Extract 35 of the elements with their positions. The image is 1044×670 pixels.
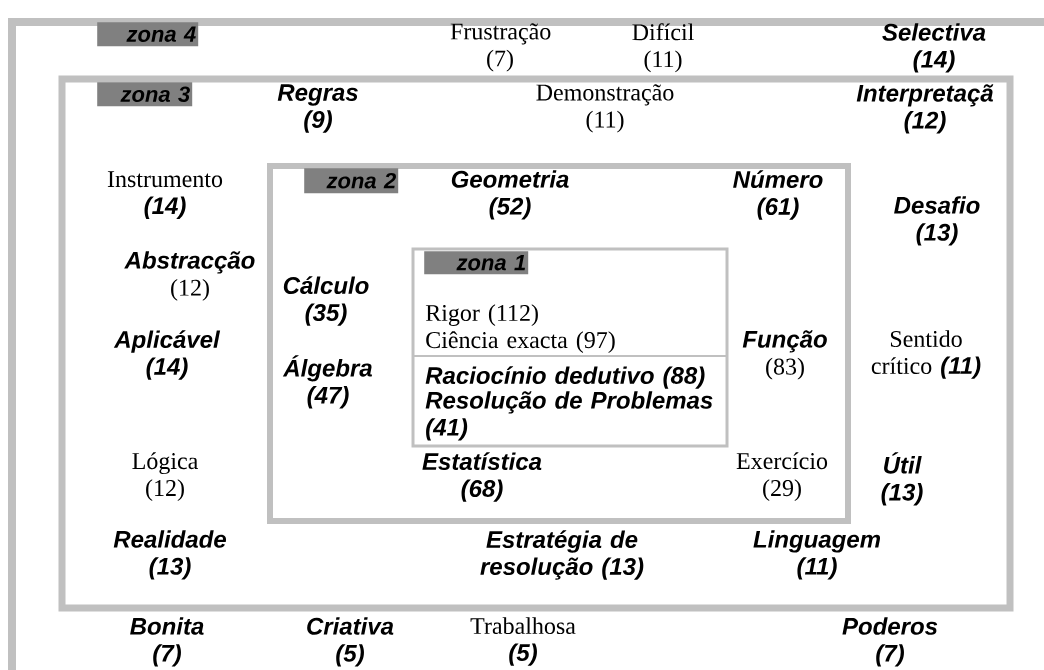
word-label: Frustração (7): [450, 23, 551, 72]
word-label: Poderos (7): [842, 617, 938, 667]
word-label: Álgebra (47): [282, 355, 372, 409]
word-label: Realidade (13): [113, 530, 226, 580]
word-label: Linguagem (11): [753, 530, 881, 580]
zone-label: zona 3: [97, 82, 193, 107]
word-label: Ciência exacta (97): [426, 331, 615, 353]
word-label: Geometria (52): [451, 170, 569, 220]
word-label: Instrumento (14): [107, 171, 223, 219]
zone-label: zona 4: [97, 22, 199, 47]
zone-label: zona 2: [304, 168, 399, 194]
word-label: Aplicável (14): [113, 330, 221, 380]
word-label: Selectiva (14): [882, 23, 986, 73]
word-label: Estratégia de resolução (13): [480, 530, 644, 580]
zone-label: zona 1: [424, 251, 529, 275]
word-label: Abstracção (12): [124, 251, 255, 301]
word-label: Estatística (68): [422, 452, 542, 502]
word-label: Lógica (12): [132, 452, 198, 501]
word-label: Desafio (13): [894, 196, 980, 246]
word-label: Função (83): [742, 330, 827, 380]
word-label: Cálculo (35): [283, 276, 369, 326]
word-label: Raciocínio dedutivo (88): [425, 366, 705, 389]
word-label: Demonstração (11): [536, 84, 674, 133]
word-label: Criativa (5): [307, 617, 394, 667]
word-label: Difícil (11): [632, 23, 694, 73]
word-label: Número (61): [733, 170, 823, 220]
word-label: Rigor (112): [425, 304, 538, 327]
word-label: Bonita (7): [130, 617, 204, 667]
word-label: Útil (13): [881, 452, 923, 506]
word-label: Sentido crítico (11): [871, 330, 981, 379]
word-label: Resolução de Problemas (41): [425, 391, 713, 441]
word-label: Trabalhosa (5): [470, 617, 576, 666]
word-label: Interpretaçã (12): [856, 84, 994, 134]
word-label: Regras (9): [277, 84, 358, 133]
word-label: Exercício (29): [736, 452, 828, 501]
